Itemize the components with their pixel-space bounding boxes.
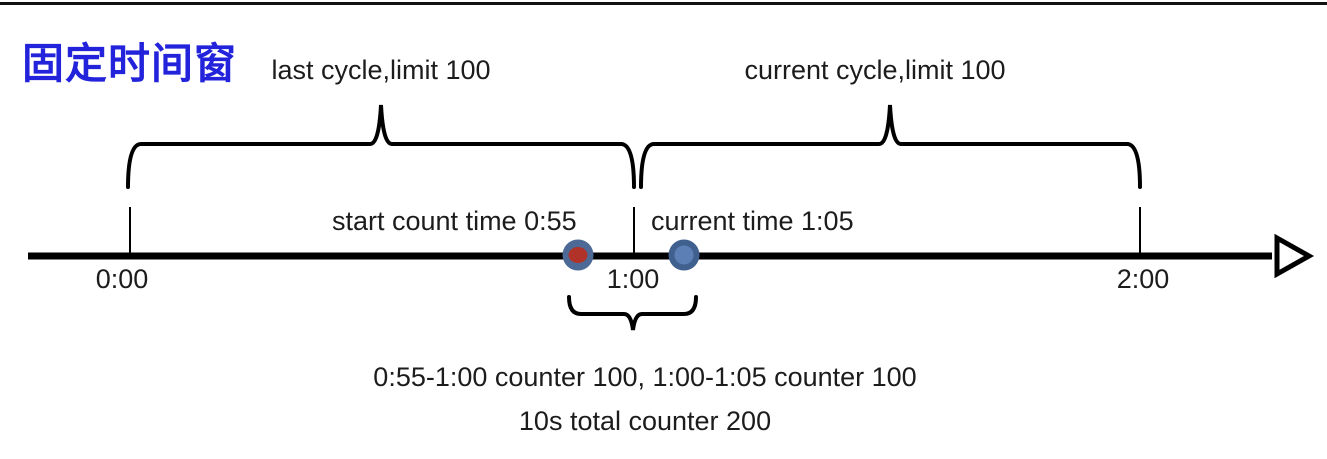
counter-summary-line1: 0:55-1:00 counter 100, 1:00-1:05 counter… xyxy=(373,362,917,392)
last-cycle-brace xyxy=(126,104,636,189)
start-count-label: start count time 0:55 xyxy=(332,206,577,236)
tick-label-2-00: 2:00 xyxy=(1116,264,1170,294)
start-count-dot xyxy=(562,239,594,271)
page-title: 固定时间窗 xyxy=(22,40,238,87)
current-time-label: current time 1:05 xyxy=(651,206,854,236)
timeline-arrow-icon xyxy=(1274,233,1315,279)
counting-window-brace xyxy=(567,295,698,331)
top-border-line xyxy=(0,2,1327,5)
last-cycle-label: last cycle,limit 100 xyxy=(271,55,491,85)
tick-label-0-00: 0:00 xyxy=(95,264,149,294)
current-cycle-label: current cycle,limit 100 xyxy=(744,55,1006,85)
tick-label-1-00: 1:00 xyxy=(606,264,660,294)
current-time-dot xyxy=(668,239,700,271)
current-cycle-brace xyxy=(639,104,1142,189)
counter-summary-line2: 10s total counter 200 xyxy=(518,406,772,436)
